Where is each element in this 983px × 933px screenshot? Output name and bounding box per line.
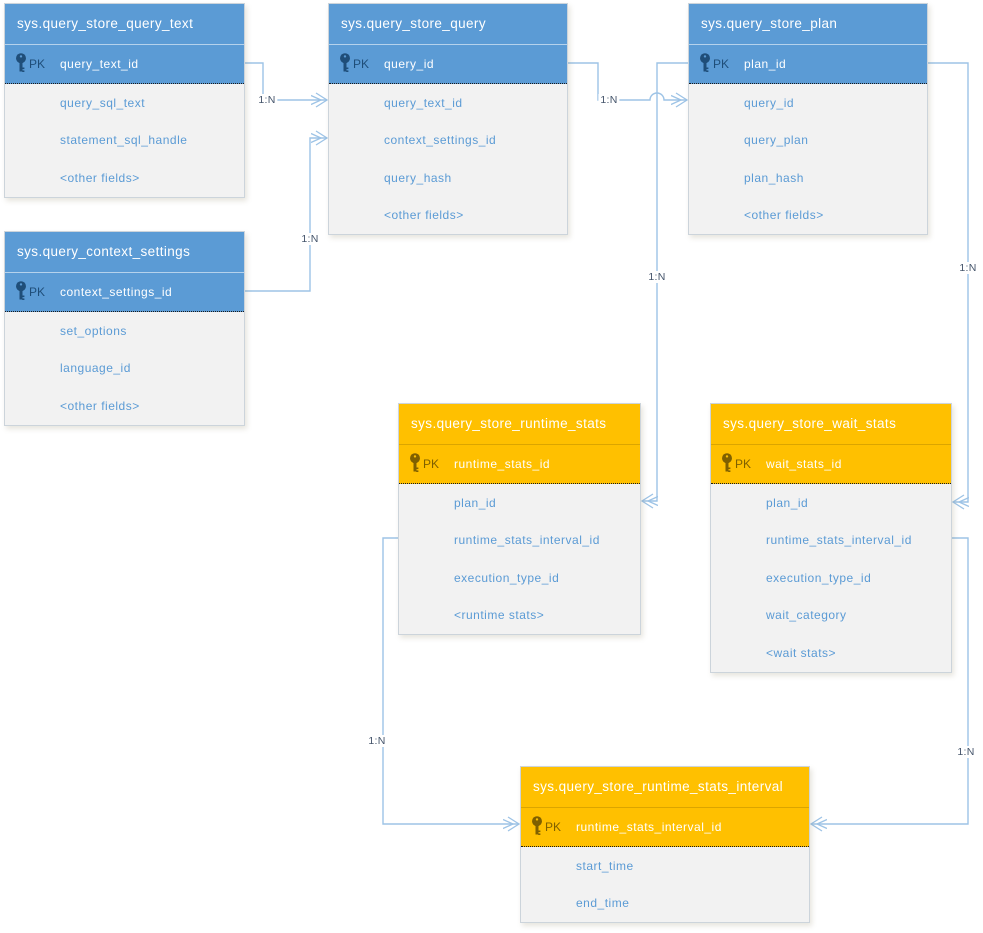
field-row: plan_id [454,495,497,510]
primary-key-icon [15,281,28,303]
pk-field-name: wait_stats_id [766,457,842,471]
connector-contextsettings-to-query [245,138,327,292]
pk-field-name: plan_id [744,57,787,71]
pk-label: PK [423,457,440,471]
pk-row: PK query_text_id [5,44,244,84]
primary-key-icon [699,53,712,75]
field-row: plan_id [766,495,809,510]
table-title: sys.query_store_runtime_stats [399,404,640,444]
table-title: sys.query_store_query_text [5,4,244,44]
pk-label: PK [713,57,730,71]
pk-field-name: runtime_stats_id [454,457,551,471]
field-row: execution_type_id [766,570,872,585]
field-row: runtime_stats_interval_id [766,533,912,548]
field-row: runtime_stats_interval_id [454,533,600,548]
table-title: sys.query_context_settings [5,232,244,272]
table-title: sys.query_store_query [329,4,567,44]
field-row: query_sql_text [60,95,146,110]
field-row: query_id [744,95,795,110]
pk-field-name: runtime_stats_interval_id [576,820,722,834]
cardinality-label: 1:N [299,233,321,245]
pk-field-name: query_text_id [60,57,139,71]
pk-label: PK [29,285,46,299]
field-row: <other fields> [384,208,464,223]
primary-key-icon [531,816,544,838]
field-row: query_plan [744,133,809,148]
pk-row: PK wait_stats_id [711,444,951,484]
pk-label: PK [735,457,752,471]
table-query-store-query: sys.query_store_query PK query_id query_… [328,3,568,235]
field-row: <other fields> [60,170,140,185]
table-query-store-runtime-stats-interval: sys.query_store_runtime_stats_interval P… [520,766,810,923]
table-query-store-query-text: sys.query_store_query_text PK query_text… [4,3,245,198]
field-row: end_time [576,896,630,911]
primary-key-icon [15,53,28,75]
pk-row: PK query_id [329,44,567,84]
field-row: <wait stats> [766,645,837,660]
field-row: wait_category [766,608,847,623]
pk-row: PK runtime_stats_id [399,444,640,484]
table-title: sys.query_store_runtime_stats_interval [521,767,809,807]
primary-key-icon [339,53,352,75]
table-title: sys.query_store_plan [689,4,927,44]
pk-field-name: context_settings_id [60,285,173,299]
cardinality-label: 1:N [598,94,620,106]
cardinality-label: 1:N [256,94,278,106]
pk-label: PK [29,57,46,71]
primary-key-icon [409,453,422,475]
pk-row: PK context_settings_id [5,272,244,312]
cardinality-label: 1:N [955,746,977,758]
pk-label: PK [545,820,562,834]
field-row: execution_type_id [454,570,560,585]
table-query-store-plan: sys.query_store_plan PK plan_id query_id… [688,3,928,235]
cardinality-label: 1:N [957,262,979,274]
field-row: context_settings_id [384,133,497,148]
field-row: statement_sql_handle [60,133,188,148]
connector-query-to-plan [568,62,687,100]
table-query-store-wait-stats: sys.query_store_wait_stats PK wait_stats… [710,403,952,673]
field-row: <other fields> [60,398,140,413]
cardinality-label: 1:N [366,735,388,747]
field-row: set_options [60,323,127,338]
pk-label: PK [353,57,370,71]
pk-row: PK runtime_stats_interval_id [521,807,809,847]
field-row: <other fields> [744,208,824,223]
field-row: <runtime stats> [454,608,545,623]
field-row: query_text_id [384,95,463,110]
table-query-context-settings: sys.query_context_settings PK context_se… [4,231,245,426]
table-title: sys.query_store_wait_stats [711,404,951,444]
primary-key-icon [721,453,734,475]
pk-row: PK plan_id [689,44,927,84]
field-row: start_time [576,858,634,873]
field-row: language_id [60,361,131,376]
pk-field-name: query_id [384,57,435,71]
cardinality-label: 1:N [646,271,668,283]
field-row: plan_hash [744,170,804,185]
field-row: query_hash [384,170,452,185]
table-query-store-runtime-stats: sys.query_store_runtime_stats PK runtime… [398,403,641,635]
